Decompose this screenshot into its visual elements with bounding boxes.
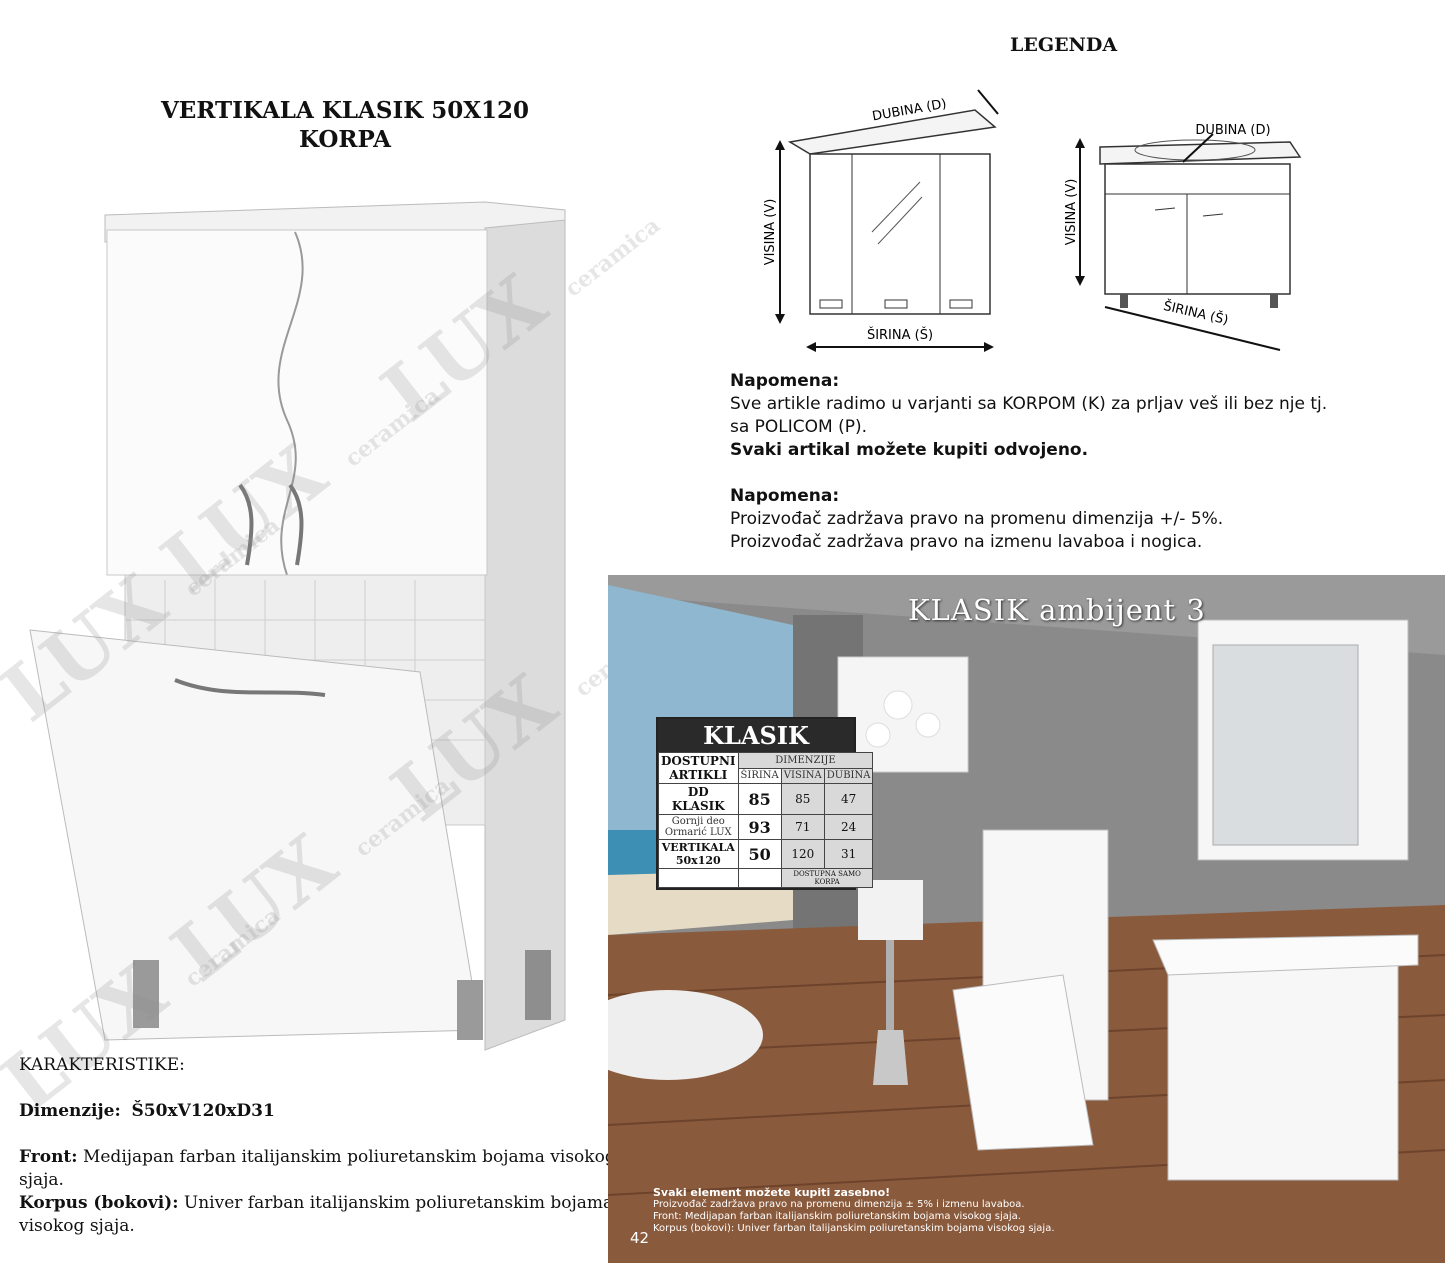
svg-text:ŠIRINA (Š): ŠIRINA (Š) (867, 327, 933, 343)
note2-label: Napomena: (730, 486, 840, 506)
product-title-line1: VERTIKALA KLASIK 50X120 (160, 97, 530, 124)
note1-label: Napomena: (730, 371, 840, 391)
product-title: VERTIKALA KLASIK 50X120 KORPA (100, 96, 590, 154)
korpus-label: Korpus (bokovi): (19, 1193, 179, 1213)
note1-line1: Sve artikle radimo u varjanti sa KORPOM … (730, 394, 1328, 414)
specs-heading: KARAKTERISTIKE: (19, 1055, 185, 1075)
dimensions-value: Š50xV120xD31 (131, 1101, 275, 1121)
ambient-footer-line2: Proizvođač zadržava pravo na promenu dim… (653, 1199, 1025, 1210)
note2-line2: Proizvođač zadržava pravo na izmenu lava… (730, 532, 1203, 552)
col-dimensions: DIMENZIJE (737, 752, 874, 769)
col-height: VISINA (780, 767, 825, 784)
svg-text:VISINA (V): VISINA (V) (763, 199, 778, 266)
table-header: KLASIK (658, 719, 854, 752)
legend-mirror-cabinet-diagram: VISINA (V) ŠIRINA (Š) DUBINA (D) (763, 89, 999, 352)
legend-sink-cabinet-diagram: VISINA (V) ŠIRINA (Š) DUBINA (D) (1065, 123, 1302, 351)
front-label: Front: (19, 1147, 78, 1167)
note2-line1: Proizvođač zadržava pravo na promenu dim… (730, 509, 1224, 529)
specs-block: KARAKTERISTIKE: Dimenzije: Š50xV120xD31 … (19, 1054, 619, 1238)
col-width: ŠIRINA (737, 767, 782, 784)
ambient-footer-line4: Korpus (bokovi): Univer farban italijans… (653, 1223, 1055, 1234)
product-cabinet-image (29, 201, 566, 1051)
ambient-footer-line3: Front: Medijapan farban italijanskim pol… (653, 1211, 1021, 1222)
ambient-footer-line1: Svaki element možete kupiti zasebno! (653, 1186, 891, 1199)
col-available: DOSTUPNI ARTIKLI (658, 752, 739, 784)
table-row: VERTIKALA 50x120 50 120 31 (658, 839, 874, 869)
available-items-table: KLASIK DOSTUPNI ARTIKLI DIMENZIJE ŠIRINA… (656, 717, 874, 890)
note1-line2: sa POLICOM (P). (730, 417, 868, 437)
ambient-title: KLASIK ambijent 3 (908, 593, 1206, 627)
ambient-photo: KLASIK ambijent 3 KLASIK DOSTUPNI ARTIKL… (608, 575, 1445, 1263)
svg-text:VISINA (V): VISINA (V) (1065, 179, 1079, 246)
table-footnote: DOSTUPNA SAMO KORPA (780, 868, 874, 888)
svg-text:DUBINA (D): DUBINA (D) (1195, 123, 1270, 138)
ambient-footer: Svaki element možete kupiti zasebno! Pro… (653, 1187, 1055, 1235)
korpus-text: Univer farban italijanskim poliuretanski… (19, 1193, 614, 1236)
front-text: Medijapan farban italijanskim poliuretan… (19, 1147, 616, 1190)
product-title-line2: KORPA (299, 126, 391, 153)
table-row: DD KLASIK 85 85 47 (658, 783, 874, 815)
dimensions-label: Dimenzije: (19, 1101, 121, 1121)
notes-block: Napomena: Sve artikle radimo u varjanti … (730, 370, 1430, 554)
note1-line3: Svaki artikal možete kupiti odvojeno. (730, 440, 1089, 460)
col-depth: DUBINA (823, 767, 874, 784)
table-row: Gornji deo Ormarić LUX 93 71 24 (658, 814, 874, 840)
page-number: 42 (630, 1229, 650, 1247)
legend-title: LEGENDA (1010, 34, 1118, 56)
